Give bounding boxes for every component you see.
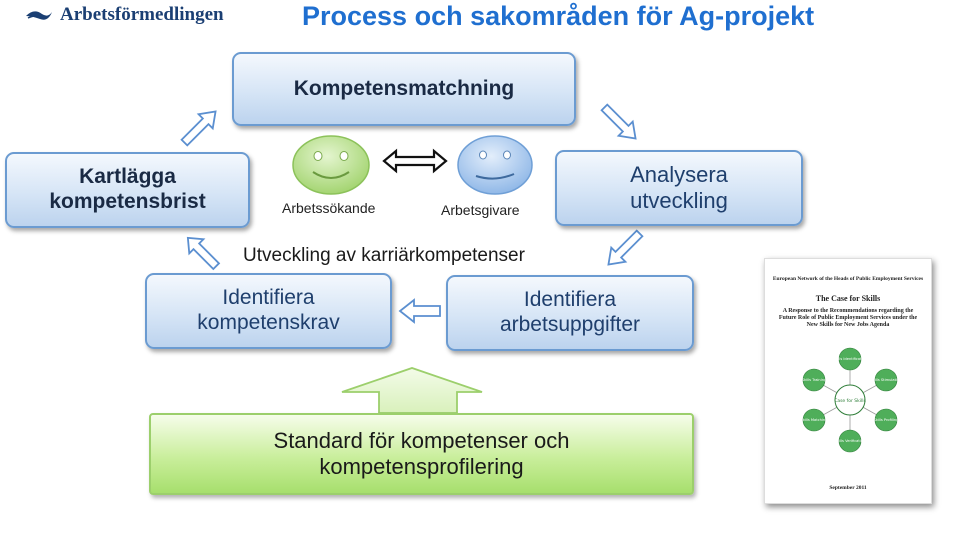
document-thumbnail: European Network of the Heads of Public … [764,258,932,504]
node-standard-line2: kompetensprofilering [319,454,524,479]
logo: Arbetsförmedlingen [24,4,284,26]
label-arbetssokande: Arbetssökande [282,200,376,216]
node-identifiera-kompetenskrav: Identifiera kompetenskrav [145,273,392,349]
node-identifiera-upp-line2: arbetsuppgifter [499,313,641,336]
node-analysera-line1: Analysera [630,162,728,188]
document-org: European Network of the Heads of Public … [772,276,924,282]
document-date: September 2011 [829,485,867,491]
double-arrow-icon [382,148,448,174]
node-kartlagga: Kartlägga kompetensbrist [5,152,250,228]
label-arbetsgivare: Arbetsgivare [441,202,520,218]
petal-2: Skills Profiling [874,418,899,422]
node-identifiera-krav-line2: kompetenskrav [197,311,340,334]
document-title: The Case for Skills [815,294,881,303]
node-identifiera-arbetsuppgifter: Identifiera arbetsuppgifter [446,275,694,351]
node-analysera: Analysera utveckling [555,150,803,226]
arrow-down-left [607,229,644,266]
page-title: Process och sakområden för Ag-projekt [302,1,815,31]
cycle-center: Case for Skills [834,398,866,404]
node-kompetensmatchning-label: Kompetensmatchning [293,76,515,100]
petal-5: Skills Training [802,378,827,382]
smiley-face-icon [292,135,370,195]
petal-0: Skills Identification [833,357,867,361]
arrow-up-foundation [341,367,483,414]
node-analysera-line2: utveckling [630,188,728,213]
neutral-face-icon [457,135,533,195]
arbetsformedlingen-swoosh-icon [26,11,52,20]
node-standard: Standard för kompetenser och kompetenspr… [149,413,694,495]
petal-3: Skills Verification [835,439,866,443]
node-kartlagga-line2: kompetensbrist [49,190,206,213]
logo-text: Arbetsförmedlingen [60,4,224,25]
node-identifiera-upp-line1: Identifiera [523,288,617,312]
petal-4: Skills Matching [801,418,828,422]
node-identifiera-krav-line1: Identifiera [222,286,315,310]
node-standard-line1: Standard för kompetenser och [273,428,570,453]
arrow-down-right [600,103,637,140]
node-kartlagga-line1: Kartlägga [79,165,176,189]
node-kompetensmatchning: Kompetensmatchning [232,52,576,126]
document-subtitle: A Response to the Recommendations regard… [778,308,918,329]
skills-cycle-diagram: Skills Identification Skills Stimulation… [801,347,902,453]
label-karriar: Utveckling av karriärkompetenser [243,245,525,266]
arrow-left [398,298,441,324]
arrow-up-left [186,236,221,271]
petal-1: Skills Stimulation [871,378,902,382]
arrow-up-right [180,110,217,147]
